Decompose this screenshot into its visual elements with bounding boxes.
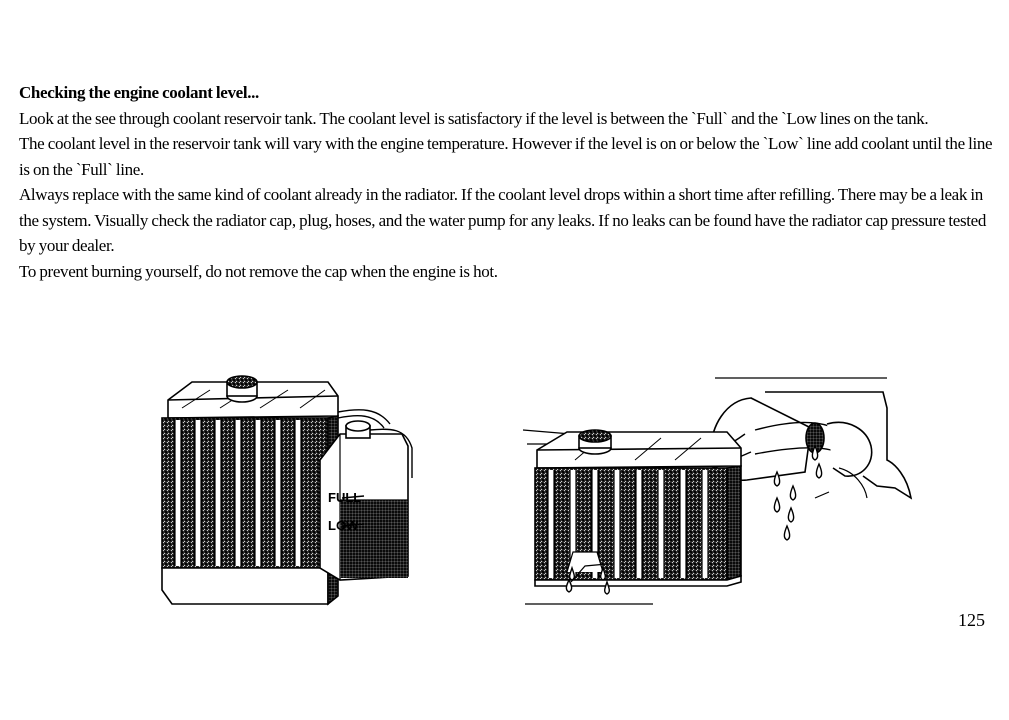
page-number: 125 [958,610,985,630]
paragraph-level-variation: The coolant level in the reservoir tank … [19,134,993,179]
radiator-reservoir-illustration: FULL LOW [150,368,425,618]
manual-text: Checking the engine coolant level... Loo… [19,80,994,284]
paragraph-reservoir-check: Look at the see through coolant reservoi… [19,108,929,128]
paragraph-burn-warning: To prevent burning yourself, do not remo… [19,261,498,281]
radiator-leak-illustration [515,368,915,608]
paragraph-leak-check: Always replace with the same kind of coo… [19,185,986,255]
section-heading: Checking the engine coolant level... [19,83,259,102]
low-line-label: LOW [328,518,359,533]
full-line-label: FULL [328,490,361,505]
